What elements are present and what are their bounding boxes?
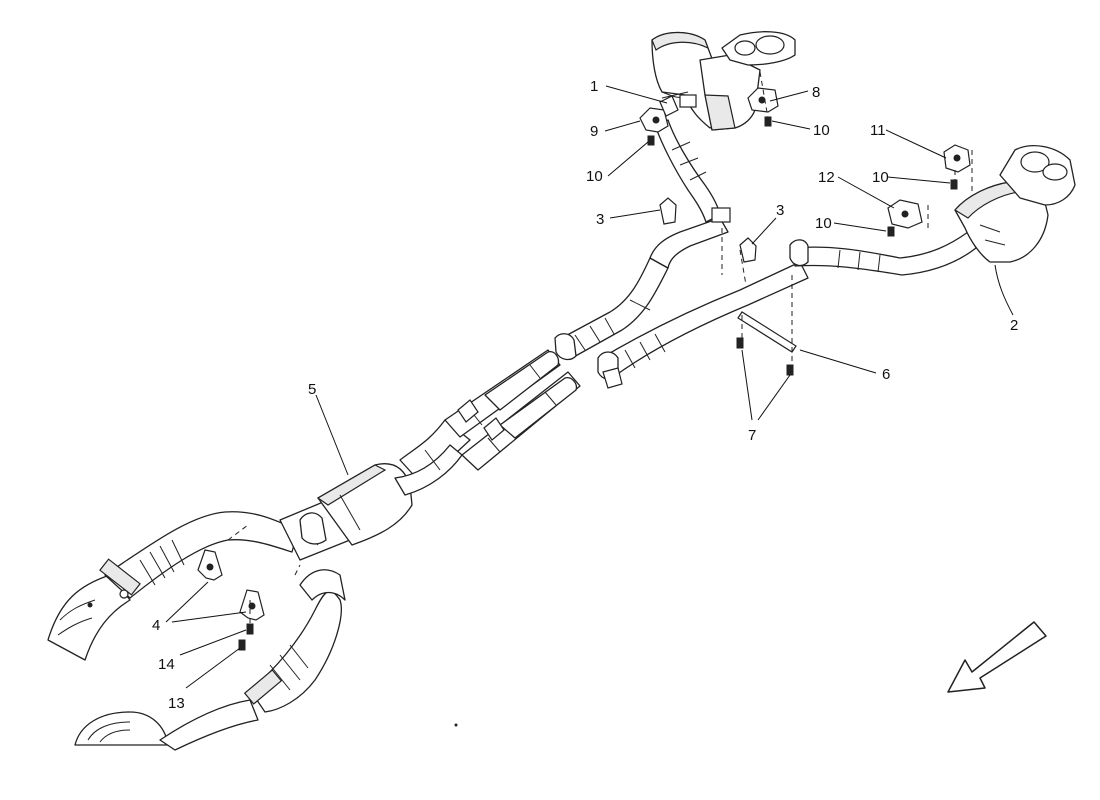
left-front-converter-upper: [47, 574, 131, 661]
callout-10-upper-right: 10: [813, 122, 830, 139]
bracket-9: [639, 107, 669, 133]
bracket-11: [943, 144, 971, 173]
clip-3-left: [659, 197, 677, 225]
left-rear-muffler: [651, 31, 796, 131]
bolt-10-right-upper: [950, 179, 958, 190]
rear-pipe-right: [597, 261, 809, 389]
callout-5: 5: [308, 381, 316, 398]
bracket-8: [747, 87, 779, 113]
callout-7: 7: [748, 427, 756, 444]
front-pipe-upper: [99, 511, 299, 599]
callout-10-left: 10: [586, 168, 603, 185]
bolt-14: [246, 623, 254, 635]
bolt-10-left: [647, 135, 655, 146]
callout-13: 13: [168, 695, 185, 712]
callout-10-right-lower: 10: [815, 215, 832, 232]
bolt-13: [238, 639, 246, 651]
right-tail-pipe: [789, 231, 977, 276]
callout-4: 4: [152, 617, 160, 634]
hanger-4-lower: [239, 589, 265, 621]
callout-9: 9: [590, 123, 598, 140]
callout-8: 8: [812, 84, 820, 101]
bolt-10-right-lower: [887, 226, 895, 237]
callout-2: 2: [1010, 317, 1018, 334]
bracket-1-clamp: [659, 95, 679, 117]
callout-3-left: 3: [596, 211, 604, 228]
left-tail-pipe: [654, 119, 731, 223]
bolt-7-left: [736, 337, 744, 349]
center-resonator: [279, 463, 413, 561]
middle-clamp: [457, 399, 505, 441]
bolt-10-upper-right: [764, 116, 772, 127]
x-pipe: [394, 419, 471, 496]
hanger-4-upper: [197, 549, 223, 581]
direction-arrow-icon: [947, 621, 1047, 693]
callout-11: 11: [870, 122, 886, 139]
callout-12: 12: [818, 169, 835, 186]
strap-6: [737, 311, 797, 353]
callout-3-right: 3: [776, 202, 784, 219]
callout-14: 14: [158, 656, 175, 673]
callout-1: 1: [590, 78, 598, 95]
callout-10-right-upper: 10: [872, 169, 889, 186]
bolt-7-right: [786, 364, 794, 376]
left-front-converter-lower: [74, 711, 169, 746]
front-pipe-lower: [159, 569, 346, 751]
rear-pipe-left: [554, 217, 729, 361]
right-rear-muffler: [954, 145, 1076, 263]
bracket-12: [887, 199, 923, 229]
middle-pipe-lower: [461, 371, 581, 471]
callout-6: 6: [882, 366, 890, 383]
